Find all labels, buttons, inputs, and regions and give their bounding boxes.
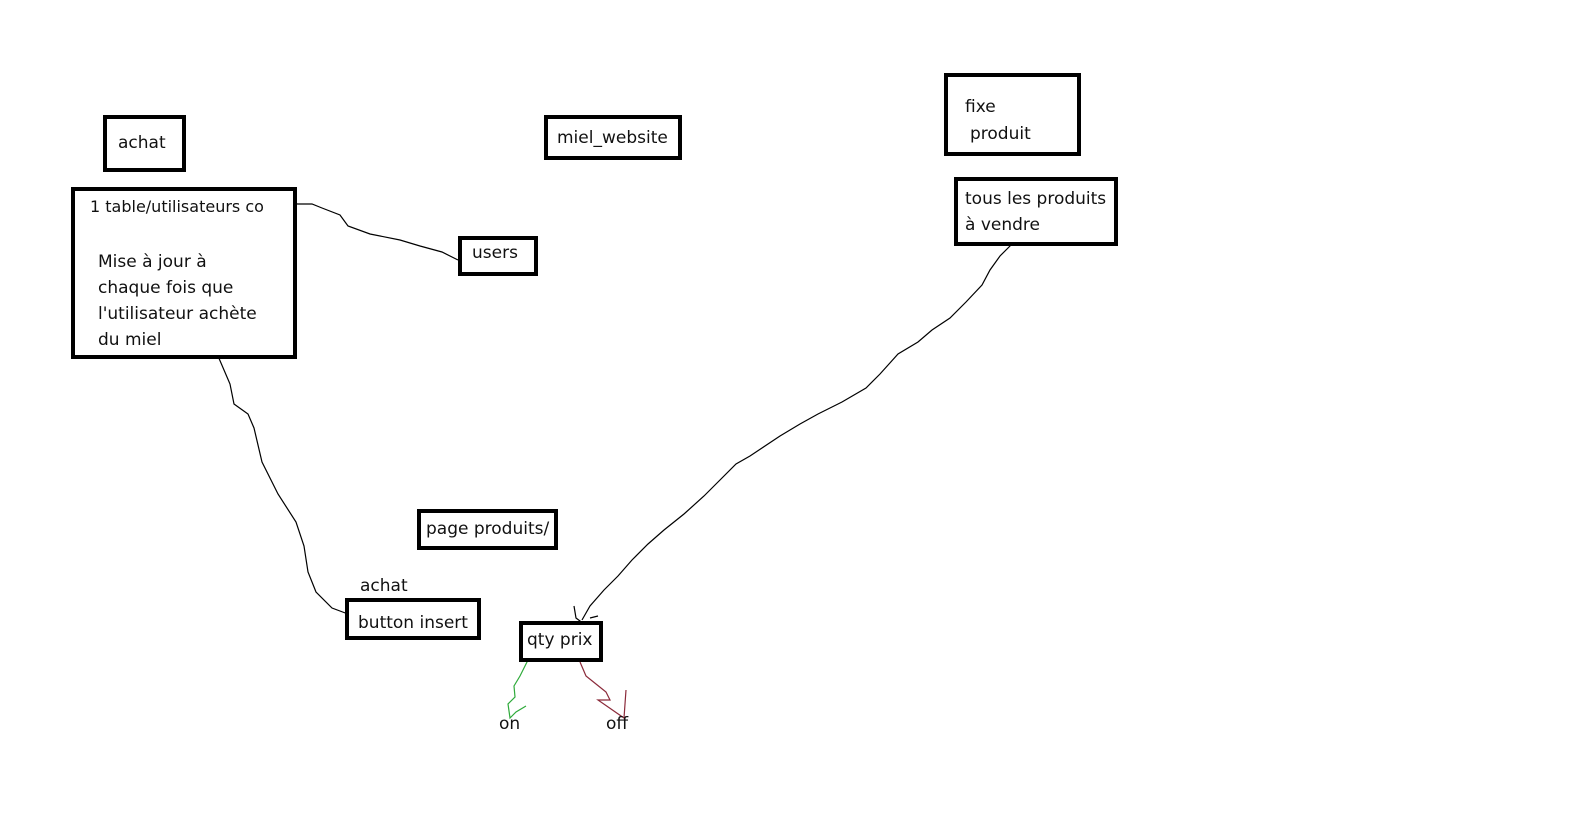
connector-qty-prix-on bbox=[507, 659, 529, 720]
table-utilisateurs-desc-line2: chaque fois que bbox=[98, 278, 234, 298]
miel-website-box: miel_website bbox=[544, 115, 682, 160]
button-insert-label: button insert bbox=[358, 613, 468, 633]
connector-qty-prix-off bbox=[579, 661, 627, 720]
achat-box: achat bbox=[103, 115, 186, 172]
connector-table-button-insert bbox=[187, 334, 349, 615]
fixe-produit-line1: fixe bbox=[965, 97, 996, 117]
connector-table-users bbox=[275, 202, 459, 261]
page-produits-box: page produits/ bbox=[417, 509, 558, 550]
table-utilisateurs-title: 1 table/utilisateurs co bbox=[90, 197, 264, 216]
connector-tous-produits-qty-prix bbox=[581, 243, 1013, 621]
tous-produits-line2: à vendre bbox=[965, 215, 1040, 235]
on-label: on bbox=[499, 714, 521, 734]
achat-box-label: achat bbox=[118, 133, 166, 153]
fixe-produit-box: fixe produit bbox=[944, 73, 1081, 156]
table-utilisateurs-desc-line1: Mise à jour à bbox=[98, 252, 207, 272]
qty-prix-box: qty prix bbox=[519, 621, 603, 662]
table-utilisateurs-desc-line3: l'utilisateur achète bbox=[98, 304, 257, 324]
users-box: users bbox=[458, 236, 538, 276]
table-utilisateurs-box: 1 table/utilisateurs co Mise à jour à ch… bbox=[71, 187, 297, 359]
tous-produits-box: tous les produits à vendre bbox=[954, 177, 1118, 246]
page-produits-label: page produits/ bbox=[426, 519, 550, 539]
achat-label: achat bbox=[360, 576, 408, 596]
button-insert-box: button insert bbox=[345, 598, 481, 640]
users-label: users bbox=[472, 243, 518, 263]
miel-website-label: miel_website bbox=[557, 128, 668, 148]
tous-produits-line1: tous les produits bbox=[965, 189, 1107, 209]
off-label: off bbox=[606, 714, 629, 734]
qty-prix-label: qty prix bbox=[527, 630, 593, 650]
fixe-produit-line2: produit bbox=[970, 124, 1031, 144]
table-utilisateurs-desc-line4: du miel bbox=[98, 330, 162, 350]
